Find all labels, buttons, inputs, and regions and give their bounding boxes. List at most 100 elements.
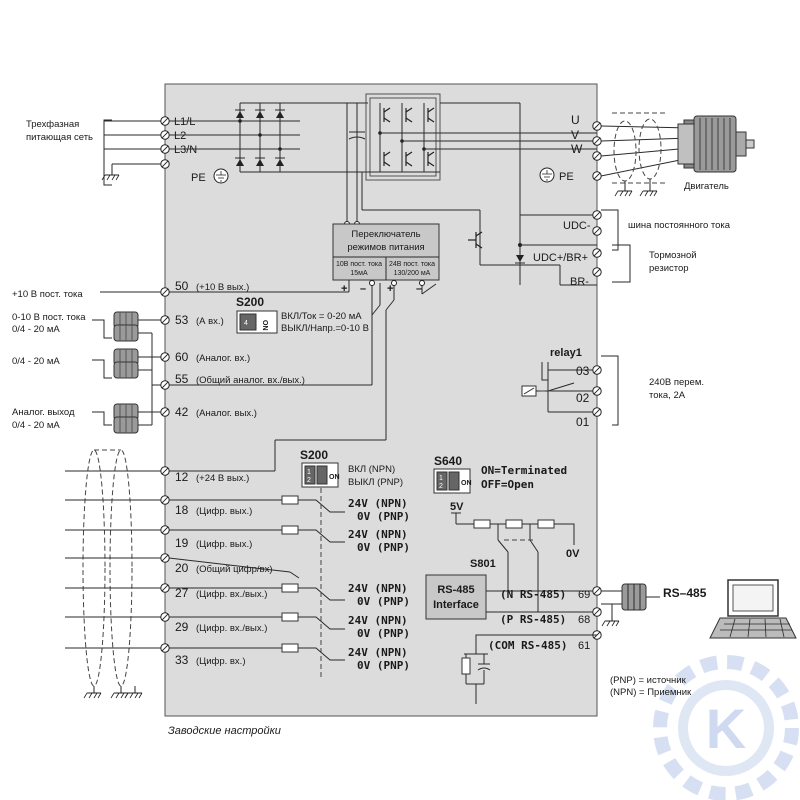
svg-text:2: 2: [439, 483, 443, 490]
svg-text:ВЫКЛ/Напр.=0-10 В: ВЫКЛ/Напр.=0-10 В: [281, 323, 369, 334]
svg-text:60: 60: [175, 350, 189, 364]
svg-text:2: 2: [307, 477, 311, 484]
svg-text:Аналог. выход: Аналог. выход: [12, 407, 75, 418]
rs485-bias-network: 5V 0V S801: [450, 501, 580, 612]
terminal-udc-minus: UDC-: [563, 220, 591, 232]
svg-text:S200: S200: [236, 295, 264, 309]
svg-text:(+10 В вых.): (+10 В вых.): [196, 282, 249, 293]
svg-text:–: –: [360, 283, 366, 295]
terminal-v: V: [571, 128, 579, 142]
svg-text:Трехфазная: Трехфазная: [26, 119, 79, 130]
svg-text:24V (NPN): 24V (NPN): [348, 582, 408, 595]
svg-text:42: 42: [175, 405, 189, 419]
svg-text:24V (NPN): 24V (NPN): [348, 614, 408, 627]
svg-text:24V (NPN): 24V (NPN): [348, 646, 408, 659]
s200-digital-switch: S200 1 2 ON ВКЛ (NPN) ВЫКЛ (PNP): [300, 448, 403, 488]
svg-text:53: 53: [175, 313, 189, 327]
svg-text:режимов питания: режимов питания: [347, 242, 424, 253]
svg-text:(Цифр. вх./вых.): (Цифр. вх./вых.): [196, 589, 267, 600]
svg-text:130/200 мА: 130/200 мА: [394, 270, 431, 277]
svg-text:(N RS-485): (N RS-485): [500, 588, 566, 601]
terminal-u: U: [571, 113, 580, 127]
svg-text:ON: ON: [461, 480, 472, 487]
svg-text:12: 12: [175, 470, 189, 484]
svg-text:68: 68: [578, 614, 590, 626]
svg-text:ON: ON: [329, 474, 340, 481]
svg-text:0/4 - 20 мА: 0/4 - 20 мА: [12, 420, 60, 431]
motor-icon: [677, 115, 755, 173]
svg-text:(P RS-485): (P RS-485): [500, 613, 566, 626]
svg-text:(Общий аналог. вх./вых.): (Общий аналог. вх./вых.): [196, 375, 305, 386]
inverter-bridge: [365, 93, 441, 181]
svg-text:10В пост. тока: 10В пост. тока: [336, 261, 382, 268]
svg-text:03: 03: [576, 364, 590, 378]
svg-text:–: –: [416, 283, 422, 295]
terminal-udc-plus: UDC+/BR+: [533, 252, 588, 264]
svg-text:(Цифр. вх.): (Цифр. вх.): [196, 656, 245, 667]
npn-note: (NPN) = Приемник: [610, 687, 692, 698]
rs485-external-cable: [601, 583, 660, 627]
svg-text:(Общий цифр/вх): (Общий цифр/вх): [196, 564, 273, 575]
laptop-icon: [709, 579, 797, 639]
company-logo: K: [653, 655, 799, 800]
svg-text:RS-485: RS-485: [437, 584, 474, 596]
svg-text:K: K: [706, 697, 746, 760]
svg-text:(Аналог. вых.): (Аналог. вых.): [196, 408, 257, 419]
svg-text:18: 18: [175, 503, 189, 517]
brake-resistor-label-2: резистор: [649, 263, 689, 274]
svg-text:0V (PNP): 0V (PNP): [357, 541, 410, 554]
brake-diode: [515, 255, 525, 264]
terminal-w: W: [571, 142, 583, 156]
terminal-l3: L3/N: [174, 144, 197, 156]
svg-text:ВЫКЛ (PNP): ВЫКЛ (PNP): [348, 477, 403, 488]
terminal-br-minus: BR-: [570, 276, 589, 288]
plus10-label: +10 В пост. тока: [12, 289, 83, 300]
motor-label: Двигатель: [684, 181, 729, 192]
terminal-l1: L1/L: [174, 116, 195, 128]
pnp-note: (PNP) = источник: [610, 675, 687, 686]
relay-rating: 240В перем.: [649, 377, 704, 388]
supply-input: Трехфазная питающая сеть: [26, 119, 165, 186]
digital-io-wiring: [168, 488, 345, 680]
svg-text:0-10 В пост. тока: 0-10 В пост. тока: [12, 312, 86, 323]
terminal-pe-in: PE: [191, 172, 206, 184]
svg-text:0V (PNP): 0V (PNP): [357, 659, 410, 672]
svg-text:50: 50: [175, 279, 189, 293]
svg-text:Interface: Interface: [433, 599, 479, 611]
svg-text:27: 27: [175, 586, 189, 600]
svg-text:5V: 5V: [450, 501, 464, 513]
svg-text:01: 01: [576, 415, 590, 429]
svg-text:1: 1: [307, 469, 311, 476]
svg-text:S640: S640: [434, 454, 462, 468]
svg-text:24V (NPN): 24V (NPN): [348, 528, 408, 541]
pe-in-ground-icon: [213, 168, 229, 184]
svg-text:+: +: [341, 283, 347, 295]
svg-text:ВКЛ/Ток = 0-20 мА: ВКЛ/Ток = 0-20 мА: [281, 311, 362, 322]
digital-cable-shield: [82, 449, 143, 699]
svg-text:0V (PNP): 0V (PNP): [357, 627, 410, 640]
terminal-pe-out: PE: [559, 171, 574, 183]
svg-text:ВКЛ (NPN): ВКЛ (NPN): [348, 464, 395, 475]
rs485-ext-label: RS–485: [663, 586, 707, 600]
pe-out-ground-icon: [539, 167, 555, 183]
svg-text:0V (PNP): 0V (PNP): [357, 595, 410, 608]
svg-text:(Цифр. вых.): (Цифр. вых.): [196, 506, 252, 517]
svg-text:24В пост. тока: 24В пост. тока: [389, 261, 435, 268]
svg-text:relay1: relay1: [550, 347, 582, 359]
svg-text:(А вх.): (А вх.): [196, 316, 224, 327]
svg-text:69: 69: [578, 589, 590, 601]
svg-text:(+24 В вых.): (+24 В вых.): [196, 473, 249, 484]
svg-text:02: 02: [576, 391, 590, 405]
brake-resistor-label: Тормозной: [649, 250, 697, 261]
digital-level-labels: 24V (NPN) 0V (PNP) 24V (NPN) 0V (PNP) 24…: [348, 497, 410, 672]
svg-text:15мА: 15мА: [350, 270, 368, 277]
rs485-interface-block: RS-485 Interface: [425, 574, 487, 620]
svg-text:0V (PNP): 0V (PNP): [357, 510, 410, 523]
svg-text:ON=Terminated: ON=Terminated: [481, 464, 567, 477]
relay-rating-2: тока, 2А: [649, 390, 686, 401]
svg-text:61: 61: [578, 640, 590, 652]
brake-transistor: [468, 231, 483, 249]
svg-text:(Цифр. вых.): (Цифр. вых.): [196, 539, 252, 550]
svg-text:Переключатель: Переключатель: [351, 229, 420, 240]
svg-text:55: 55: [175, 372, 189, 386]
